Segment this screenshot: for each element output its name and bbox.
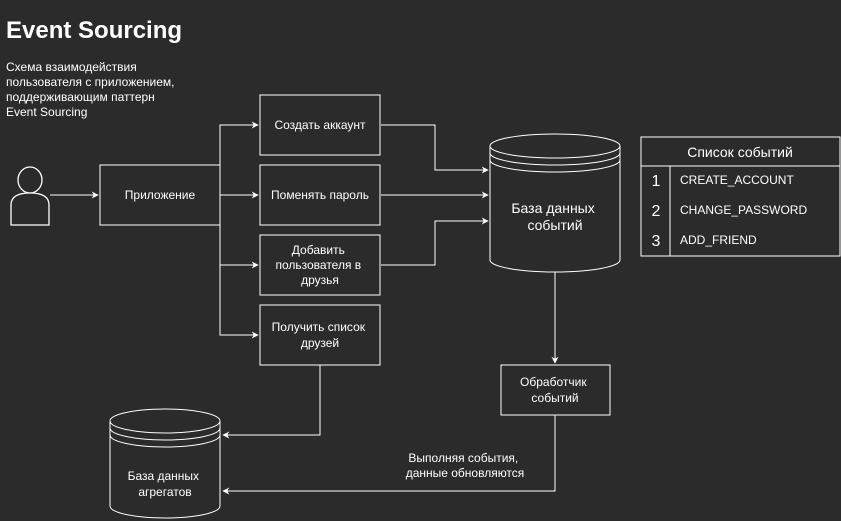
svg-text:Обработчик событий: Обработчик событий xyxy=(520,375,590,405)
get-friends-node: Получить список друзей xyxy=(259,304,381,366)
svg-text:Создать аккаунт: Создать аккаунт xyxy=(274,118,366,132)
page-title: Event Sourcing xyxy=(6,17,182,44)
event-list-table: Список событий 1 CREATE_ACCOUNT 2 CHANGE… xyxy=(640,136,841,257)
svg-text:Получить список друзей: Получить список друзей xyxy=(272,320,369,350)
app-node: Приложение xyxy=(99,164,221,226)
event-list-name: CHANGE_PASSWORD xyxy=(680,203,807,217)
edge-handler-to-aggregate-db xyxy=(222,415,556,495)
edge-app-to-add-friend xyxy=(219,195,259,269)
aggregate-db-node: База данных агрегатов xyxy=(109,408,221,519)
add-friend-node: Добавить пользователя в друзья xyxy=(259,234,381,296)
edge-create-account-to-event-db xyxy=(381,124,489,174)
svg-text:База данных агрегатов: База данных агрегатов xyxy=(128,469,203,499)
svg-text:Приложение: Приложение xyxy=(125,188,196,202)
event-list-name: CREATE_ACCOUNT xyxy=(680,173,794,187)
event-db-node: База данных событий xyxy=(489,133,621,273)
edge-add-friend-to-event-db xyxy=(381,217,489,266)
svg-text:База данных событий: База данных событий xyxy=(511,200,598,233)
event-handler-node: Обработчик событий xyxy=(500,364,611,416)
event-list-num: 2 xyxy=(652,203,661,220)
user-actor-icon xyxy=(10,166,50,226)
edge-app-to-create-account xyxy=(219,121,259,195)
svg-text:Поменять пароль: Поменять пароль xyxy=(271,188,369,202)
diagram-description: Схема взаимодействия пользователя с прил… xyxy=(6,60,178,119)
event-list-num: 3 xyxy=(652,233,661,250)
event-list-num: 1 xyxy=(652,173,661,190)
create-account-node: Создать аккаунт xyxy=(259,94,381,156)
edge-label-updates: Выполняя события, данные обновляются xyxy=(406,451,525,480)
event-list-name: ADD_FRIEND xyxy=(680,233,757,247)
event-list-header: Список событий xyxy=(687,144,793,160)
edge-app-to-get-friends xyxy=(219,195,259,339)
change-password-node: Поменять пароль xyxy=(259,164,381,226)
edge-get-friends-to-aggregate-db xyxy=(222,365,321,439)
svg-text:Добавить пользователя в: Добавить пользователя в друзья xyxy=(275,243,364,287)
